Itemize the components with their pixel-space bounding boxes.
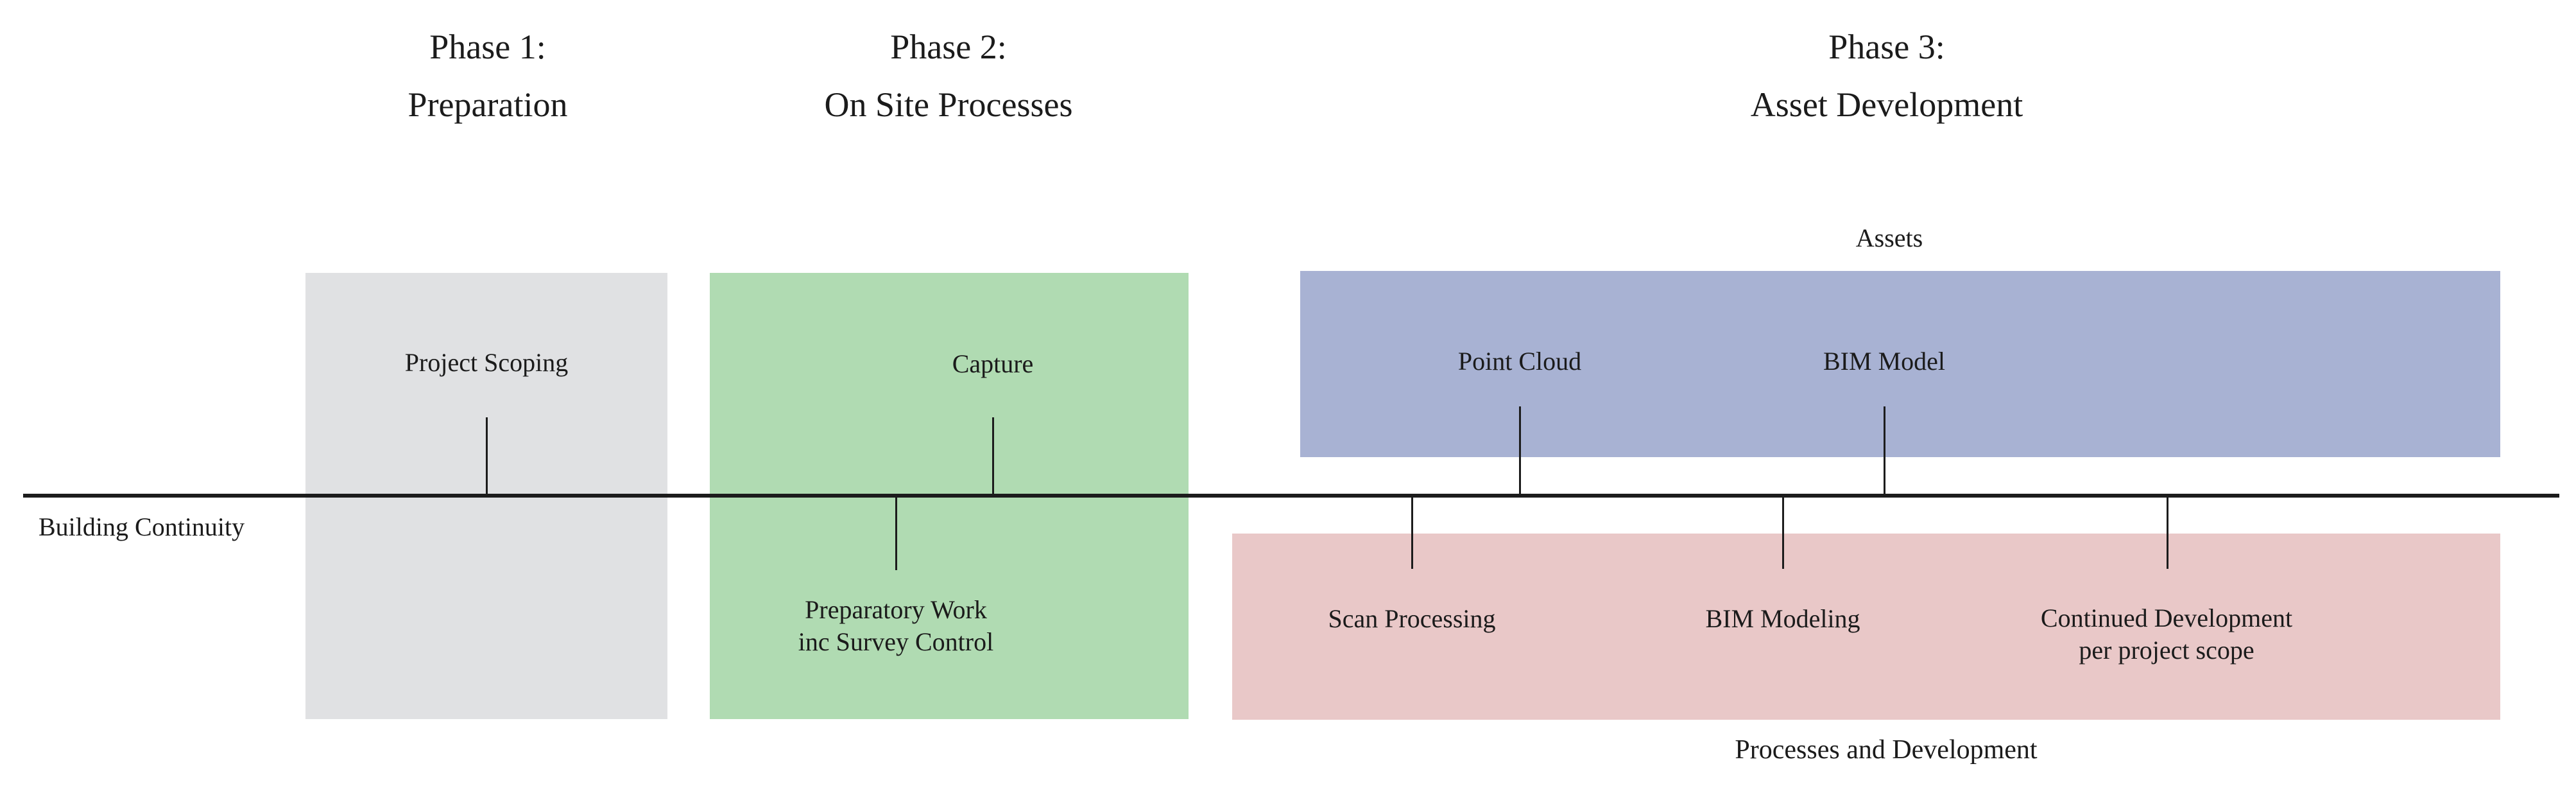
bim-modeling-tick <box>1782 498 1784 569</box>
scan-processing-label: Scan Processing <box>1328 604 1496 633</box>
phase-3-title-line2: Asset Development <box>1750 85 2023 124</box>
phase-3-assets-box <box>1300 271 2500 457</box>
point-cloud-tick <box>1519 406 1521 494</box>
scan-processing-tick <box>1411 498 1413 569</box>
capture-label: Capture <box>952 349 1034 378</box>
building-continuity-label: Building Continuity <box>39 512 245 541</box>
continued-development-tick <box>2167 498 2168 569</box>
preparatory-work-tick <box>895 498 897 570</box>
capture-tick <box>992 417 994 494</box>
project-scoping-tick <box>486 417 488 494</box>
bim-model-label: BIM Model <box>1823 347 1945 376</box>
bim-model-tick <box>1884 406 1885 494</box>
continued-development-line1: Continued Development <box>2040 604 2293 632</box>
phase-3-processes-box <box>1232 534 2500 720</box>
building-continuity-line <box>23 494 2559 498</box>
phase-1-title-line2: Preparation <box>408 85 568 124</box>
phase-2-title-line2: On Site Processes <box>824 85 1073 124</box>
phase-3-title-line1: Phase 3: <box>1828 28 1945 66</box>
preparatory-work-label: Preparatory Work inc Survey Control <box>798 594 993 658</box>
project-scoping-label: Project Scoping <box>404 348 569 377</box>
point-cloud-label: Point Cloud <box>1457 347 1582 376</box>
phase-1-title-line1: Phase 1: <box>429 28 546 66</box>
processes-band-label: Processes and Development <box>1735 735 2038 765</box>
phase-2-title-line1: Phase 2: <box>890 28 1007 66</box>
preparatory-work-line2: inc Survey Control <box>798 627 994 656</box>
phase-2-title: Phase 2: On Site Processes <box>825 18 1073 134</box>
assets-band-label: Assets <box>1855 223 1923 252</box>
preparatory-work-line1: Preparatory Work <box>805 595 987 624</box>
phase-1-title: Phase 1: Preparation <box>408 18 568 134</box>
continued-development-label: Continued Development per project scope <box>2041 602 2292 666</box>
continued-development-line2: per project scope <box>2079 636 2254 665</box>
bim-modeling-label: BIM Modeling <box>1705 604 1860 633</box>
phase-3-title: Phase 3: Asset Development <box>1751 18 2023 134</box>
